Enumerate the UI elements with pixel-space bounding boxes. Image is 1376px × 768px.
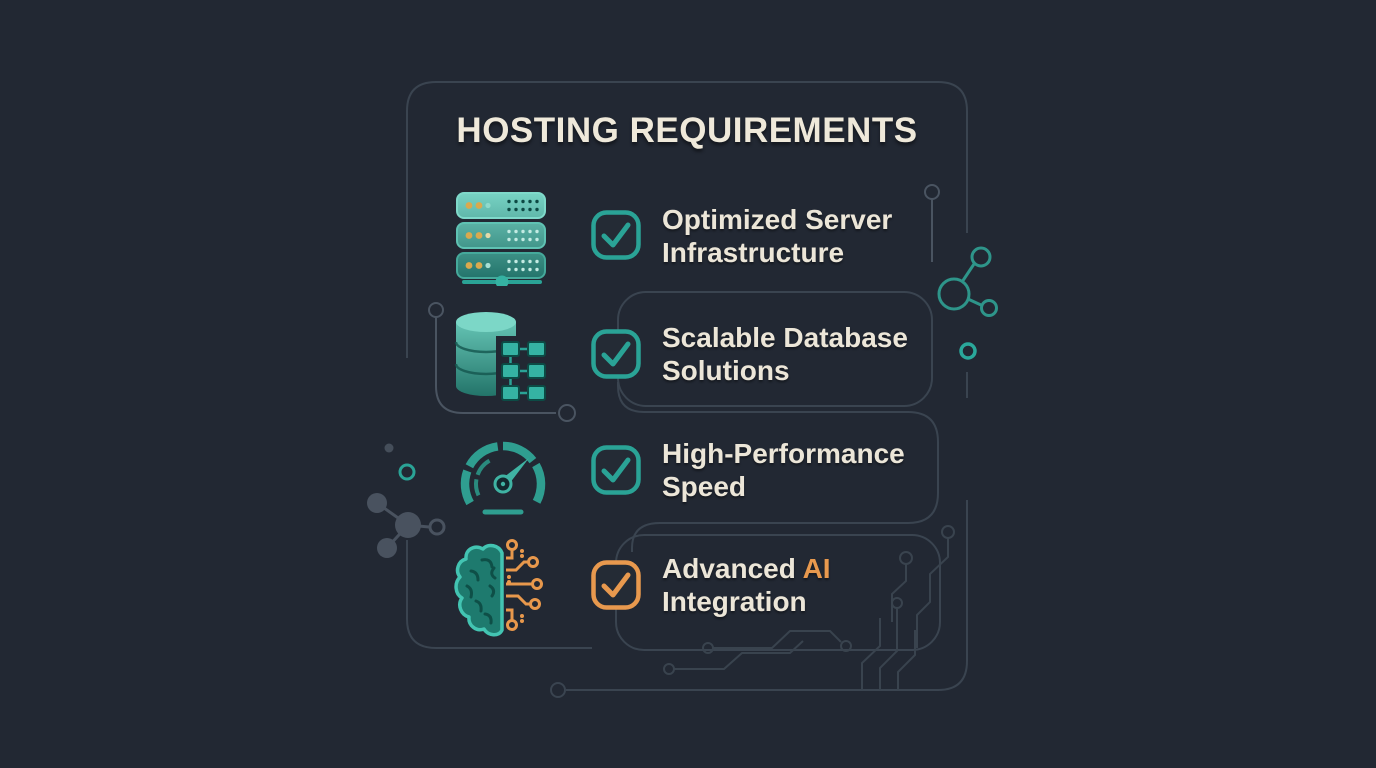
brain-circuit-icon [454, 539, 543, 637]
item-line2: Solutions [662, 355, 790, 386]
teal-node-dot-right [959, 342, 977, 360]
item-line1-highlight: AI [802, 553, 831, 584]
card-frame-bottom-left [406, 540, 592, 649]
bubble-row3 [617, 382, 939, 552]
item-line2: Speed [662, 471, 747, 502]
item-line2: Infrastructure [662, 237, 845, 268]
card-frame-top [436, 81, 968, 233]
item-label: Optimized Server Infrastructure [662, 203, 892, 269]
molecule-node-cluster-right [937, 246, 998, 317]
item-line1: Scalable Database [662, 322, 908, 353]
server-icon [456, 192, 546, 286]
molecule-node-cluster-left [367, 443, 446, 558]
checkbox-checked-icon [591, 560, 641, 610]
page-title: HOSTING REQUIREMENTS [456, 111, 918, 150]
checkbox-checked-icon [591, 445, 641, 495]
card-frame-left [406, 81, 437, 358]
checkbox-checked-icon [591, 210, 641, 260]
item-label: Scalable Database Solutions [662, 321, 908, 387]
card-frame-bottom-right [566, 500, 968, 691]
database-icon [454, 312, 550, 402]
checkbox-checked-icon [591, 329, 641, 379]
item-line1: High-Performance [662, 438, 905, 469]
item-line2: Integration [662, 586, 807, 617]
item-line1-prefix: Advanced [662, 553, 803, 584]
item-line1: Optimized Server [662, 204, 893, 235]
speedometer-icon [460, 441, 546, 515]
item-label: Advanced AI Integration [662, 552, 831, 618]
item-label: High-Performance Speed [662, 437, 905, 503]
